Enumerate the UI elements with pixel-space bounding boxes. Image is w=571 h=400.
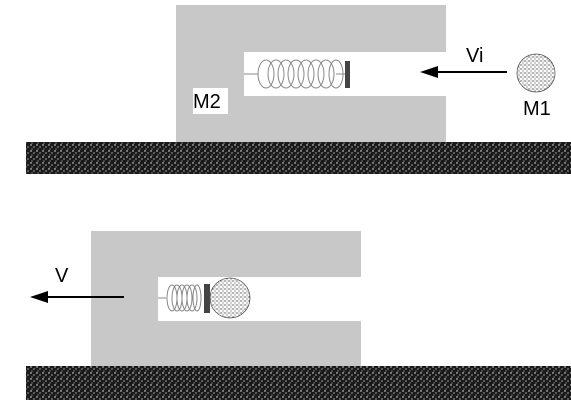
ball-m1-after bbox=[209, 277, 251, 319]
spring-end-plate-compressed bbox=[204, 284, 210, 313]
spring-compressed bbox=[166, 284, 202, 312]
label-m2-background bbox=[193, 88, 228, 114]
ground-top bbox=[26, 142, 571, 174]
label-vi: Vi bbox=[466, 45, 483, 67]
block-m2-after bbox=[91, 231, 361, 366]
velocity-v-arrow bbox=[30, 291, 124, 303]
after-collision-scene: V bbox=[26, 231, 571, 400]
spring-end-plate bbox=[345, 61, 350, 88]
ball-m1 bbox=[516, 53, 556, 93]
ground-bottom bbox=[26, 366, 571, 400]
label-v: V bbox=[55, 265, 69, 287]
before-collision-scene: Vi M1 M2 bbox=[26, 5, 571, 174]
spring bbox=[257, 59, 344, 89]
block-m2 bbox=[176, 5, 446, 142]
label-m1: M1 bbox=[523, 98, 551, 120]
label-m2: M2 bbox=[193, 91, 221, 113]
velocity-vi-arrow bbox=[420, 66, 507, 78]
